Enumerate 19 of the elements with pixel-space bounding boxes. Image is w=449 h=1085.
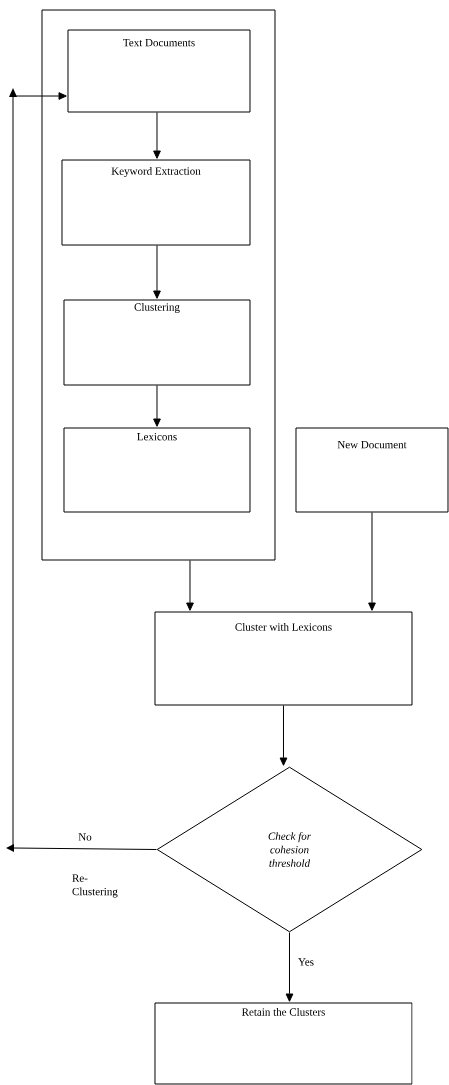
arrow [153, 385, 161, 427]
arrow [153, 245, 161, 299]
edge-label: Yes [297, 957, 315, 967]
arrow [368, 512, 376, 611]
arrow [285, 932, 294, 1002]
arrow [6, 88, 157, 852]
arrow [186, 560, 194, 611]
process-box: Keyword Extraction [61, 159, 251, 246]
note-label: Re- Clustering [72, 874, 118, 898]
process-box: Retain the Clusters [154, 1002, 413, 1085]
arrow [153, 112, 161, 159]
arrow [279, 705, 288, 766]
process-box: Text Documents [67, 29, 251, 113]
process-box: New Document [295, 427, 449, 513]
edge-label: No [77, 832, 93, 842]
process-box: Cluster with Lexicons [154, 611, 413, 706]
process-box: Clustering [63, 299, 251, 386]
container-box [41, 9, 276, 561]
process-box: Lexicons [63, 427, 251, 513]
